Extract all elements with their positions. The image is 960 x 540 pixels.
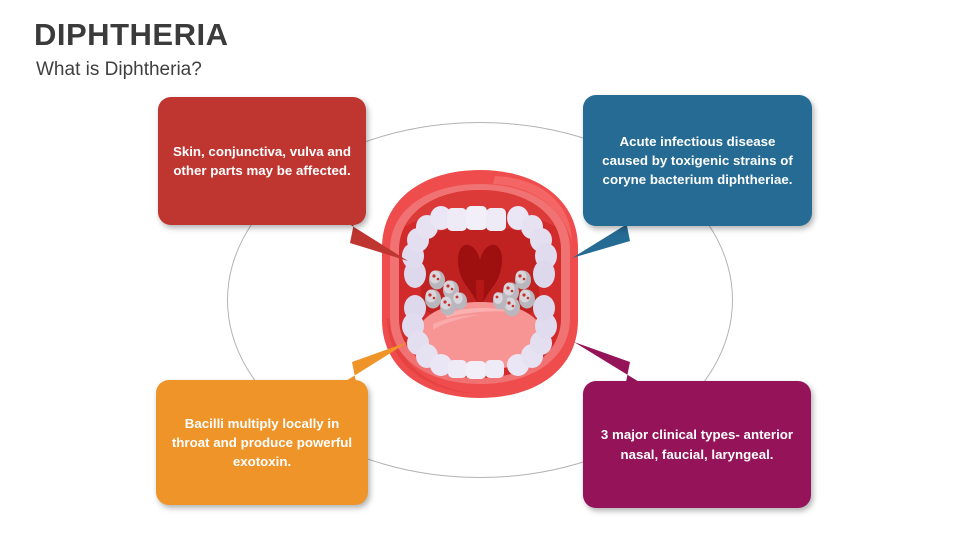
callout-bacilli-text: Bacilli multiply locally in throat and p…	[171, 415, 353, 470]
callout-acute-text: Acute infectious disease caused by toxig…	[602, 133, 793, 188]
callout-types[interactable]: 3 major clinical types- anterior nasal, …	[583, 381, 811, 508]
callout-skin-text: Skin, conjunctiva, vulva and other parts…	[172, 143, 352, 178]
bacteria-cluster-right	[493, 270, 535, 317]
callout-skin[interactable]: Skin, conjunctiva, vulva and other parts…	[158, 97, 366, 225]
callout-types-text: 3 major clinical types- anterior nasal, …	[600, 427, 794, 462]
mouth-svg	[382, 170, 578, 398]
page-title: DIPHTHERIA	[34, 17, 229, 52]
callout-acute[interactable]: Acute infectious disease caused by toxig…	[583, 95, 812, 226]
lower-teeth	[402, 295, 557, 379]
bacteria-cluster-left	[425, 270, 467, 316]
tongue	[417, 302, 543, 370]
mouth-illustration	[375, 168, 585, 400]
upper-teeth	[402, 206, 557, 288]
callout-bacilli[interactable]: Bacilli multiply locally in throat and p…	[156, 380, 368, 505]
background-ellipse-outline	[227, 122, 733, 478]
page-subtitle: What is Diphtheria?	[36, 59, 202, 80]
